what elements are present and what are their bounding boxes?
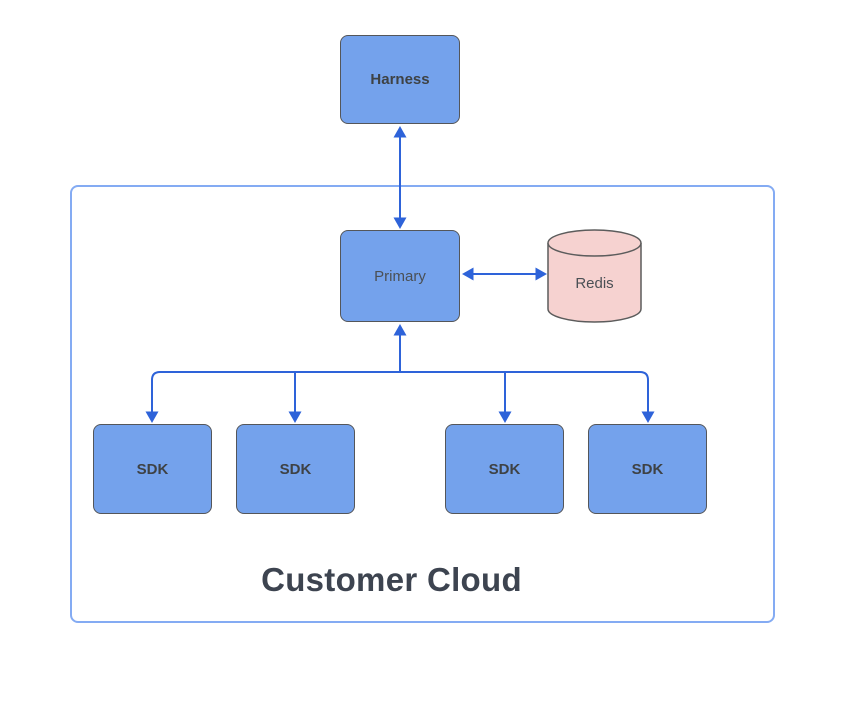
customer-cloud-container: Customer Cloud: [70, 185, 775, 623]
node-sdk-1-label: SDK: [136, 460, 169, 478]
node-sdk-4: SDK: [588, 424, 707, 514]
container-title: Customer Cloud: [261, 561, 522, 598]
node-redis-label: Redis: [575, 274, 614, 292]
node-sdk-4-label: SDK: [631, 460, 664, 478]
node-redis: Redis: [547, 229, 642, 323]
node-harness-label: Harness: [370, 71, 430, 88]
node-primary: Primary: [340, 230, 460, 322]
node-sdk-3-label: SDK: [488, 460, 521, 478]
node-sdk-2-label: SDK: [279, 460, 312, 478]
node-sdk-1: SDK: [93, 424, 212, 514]
node-sdk-3: SDK: [445, 424, 564, 514]
node-harness: Harness: [340, 35, 460, 124]
node-sdk-2: SDK: [236, 424, 355, 514]
node-primary-label: Primary: [374, 267, 426, 285]
cylinder-icon: [547, 229, 642, 323]
